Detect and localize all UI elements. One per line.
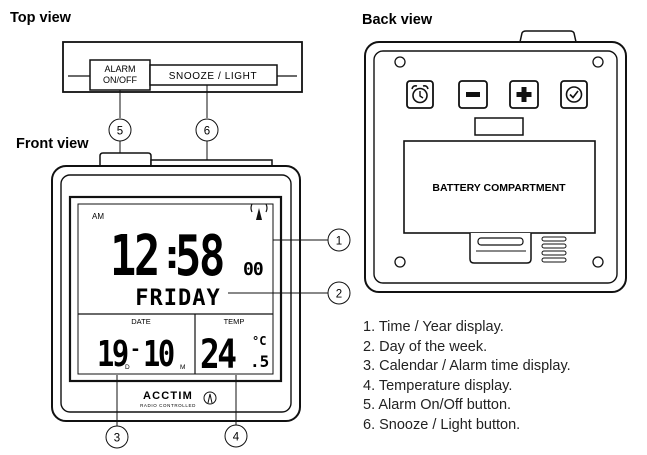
plus-icon bbox=[516, 87, 532, 102]
legend-item: 6. Snooze / Light button. bbox=[363, 416, 521, 433]
alarm-button-label-line2: ON/OFF bbox=[103, 75, 137, 85]
alarm-clock-icon bbox=[411, 85, 429, 104]
back-top-tab bbox=[519, 30, 577, 43]
top-view-title: Top view bbox=[10, 10, 72, 26]
front-alarm-button bbox=[99, 152, 152, 166]
lcd-screen bbox=[77, 203, 274, 375]
temp-value: 24 bbox=[200, 331, 236, 378]
date-month-suffix: M bbox=[180, 364, 185, 371]
back-view-title: Back view bbox=[362, 12, 433, 28]
brand-subtitle: RADIO CONTROLLED bbox=[140, 403, 196, 408]
callout-3-label: 3 bbox=[114, 433, 120, 445]
alarm-set-button[interactable] bbox=[406, 80, 434, 109]
date-label: DATE bbox=[131, 317, 150, 326]
legend-item: 2. Day of the week. bbox=[363, 338, 488, 355]
legend-item: 4. Temperature display. bbox=[363, 377, 513, 394]
time-colon: : bbox=[160, 232, 184, 278]
am-indicator: AM bbox=[92, 212, 104, 221]
minus-icon bbox=[466, 92, 480, 97]
date-day: 19 bbox=[97, 333, 128, 375]
legend-item: 3. Calendar / Alarm time display. bbox=[363, 358, 571, 374]
temp-label: TEMP bbox=[224, 317, 245, 326]
temp-unit: °C bbox=[252, 334, 266, 348]
legend-item: 5. Alarm On/Off button. bbox=[363, 397, 512, 413]
callout-2 bbox=[327, 281, 351, 305]
front-view: AM 12 : 58 00 FRIDAY DATE 19 - D 10 M TE… bbox=[51, 141, 328, 426]
day-of-week: FRIDAY bbox=[135, 286, 220, 311]
back-view: BATTERY COMPARTMENT bbox=[364, 30, 627, 293]
callout-3 bbox=[105, 425, 129, 449]
alarm-on-off-button[interactable] bbox=[89, 59, 151, 91]
brand-name: ACCTIM bbox=[143, 390, 193, 402]
time-hours: 12 bbox=[110, 223, 158, 289]
mode-button[interactable] bbox=[560, 80, 588, 109]
radio-tower-icon bbox=[203, 391, 217, 405]
legend-item: 1. Time / Year display. bbox=[363, 319, 504, 335]
callout-6-label: 6 bbox=[204, 126, 210, 138]
callout-2-label: 2 bbox=[336, 289, 342, 301]
screw-bottom-right bbox=[592, 256, 604, 268]
date-day-suffix: D bbox=[125, 364, 130, 371]
battery-compartment-label: BATTERY COMPARTMENT bbox=[432, 182, 566, 194]
alarm-button-label-line1: ALARM bbox=[104, 64, 135, 74]
date-month: 10 bbox=[143, 333, 174, 375]
callout-4-label: 4 bbox=[233, 432, 240, 444]
callout-1-label: 1 bbox=[336, 236, 342, 248]
front-snooze-button bbox=[150, 159, 273, 166]
radio-signal-icon bbox=[250, 203, 268, 220]
screw-bottom-left bbox=[394, 256, 406, 268]
time-seconds: 00 bbox=[243, 259, 263, 280]
callout-5-label: 5 bbox=[117, 126, 123, 138]
plus-button[interactable] bbox=[509, 80, 539, 109]
screw-top-left bbox=[394, 56, 406, 68]
reset-slot bbox=[474, 117, 524, 136]
temp-decimal: .5 bbox=[250, 352, 269, 371]
snooze-light-button[interactable] bbox=[149, 64, 278, 86]
date-separator: - bbox=[130, 339, 141, 360]
speaker-vent bbox=[541, 236, 567, 263]
battery-compartment[interactable] bbox=[403, 140, 596, 234]
minus-button[interactable] bbox=[458, 80, 488, 109]
latch-grip bbox=[477, 237, 524, 246]
callout-1 bbox=[327, 228, 351, 252]
top-view: ALARM ON/OFF SNOOZE / LIGHT bbox=[62, 41, 303, 118]
screw-top-right bbox=[592, 56, 604, 68]
snooze-button-label: SNOOZE / LIGHT bbox=[169, 71, 257, 82]
front-view-title: Front view bbox=[16, 136, 89, 152]
check-clock-icon bbox=[565, 86, 583, 103]
callout-4 bbox=[224, 424, 248, 448]
time-minutes: 58 bbox=[175, 223, 223, 289]
legend-list: 1. Time / Year display. 2. Day of the we… bbox=[363, 318, 571, 435]
